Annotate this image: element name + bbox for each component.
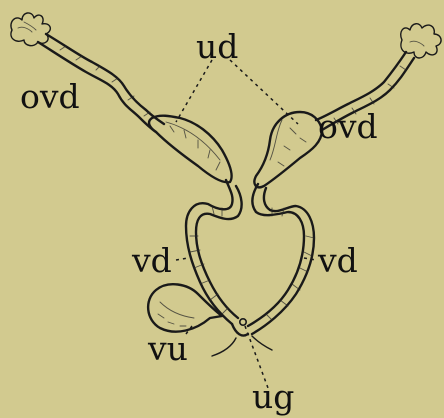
ud-leader-right [230,60,298,124]
vd-left-leader [176,258,188,260]
right-uterine-dilatation [254,112,322,187]
label-vd-left: vd [131,241,172,280]
label-ovd-left: ovd [20,77,80,116]
label-vu: vu [147,329,188,368]
label-ud: ud [196,27,238,66]
left-fimbria [11,13,50,46]
label-ug: ug [252,377,294,416]
left-uterine-dilatation [149,116,232,183]
urogenital-opening [212,319,272,356]
left-duct-loop [186,180,242,324]
label-ovd-right: ovd [318,107,378,146]
label-vd-right: vd [317,241,358,280]
right-duct-loop [248,184,314,334]
ud-leader-left [176,60,212,122]
vesicula [148,284,222,331]
